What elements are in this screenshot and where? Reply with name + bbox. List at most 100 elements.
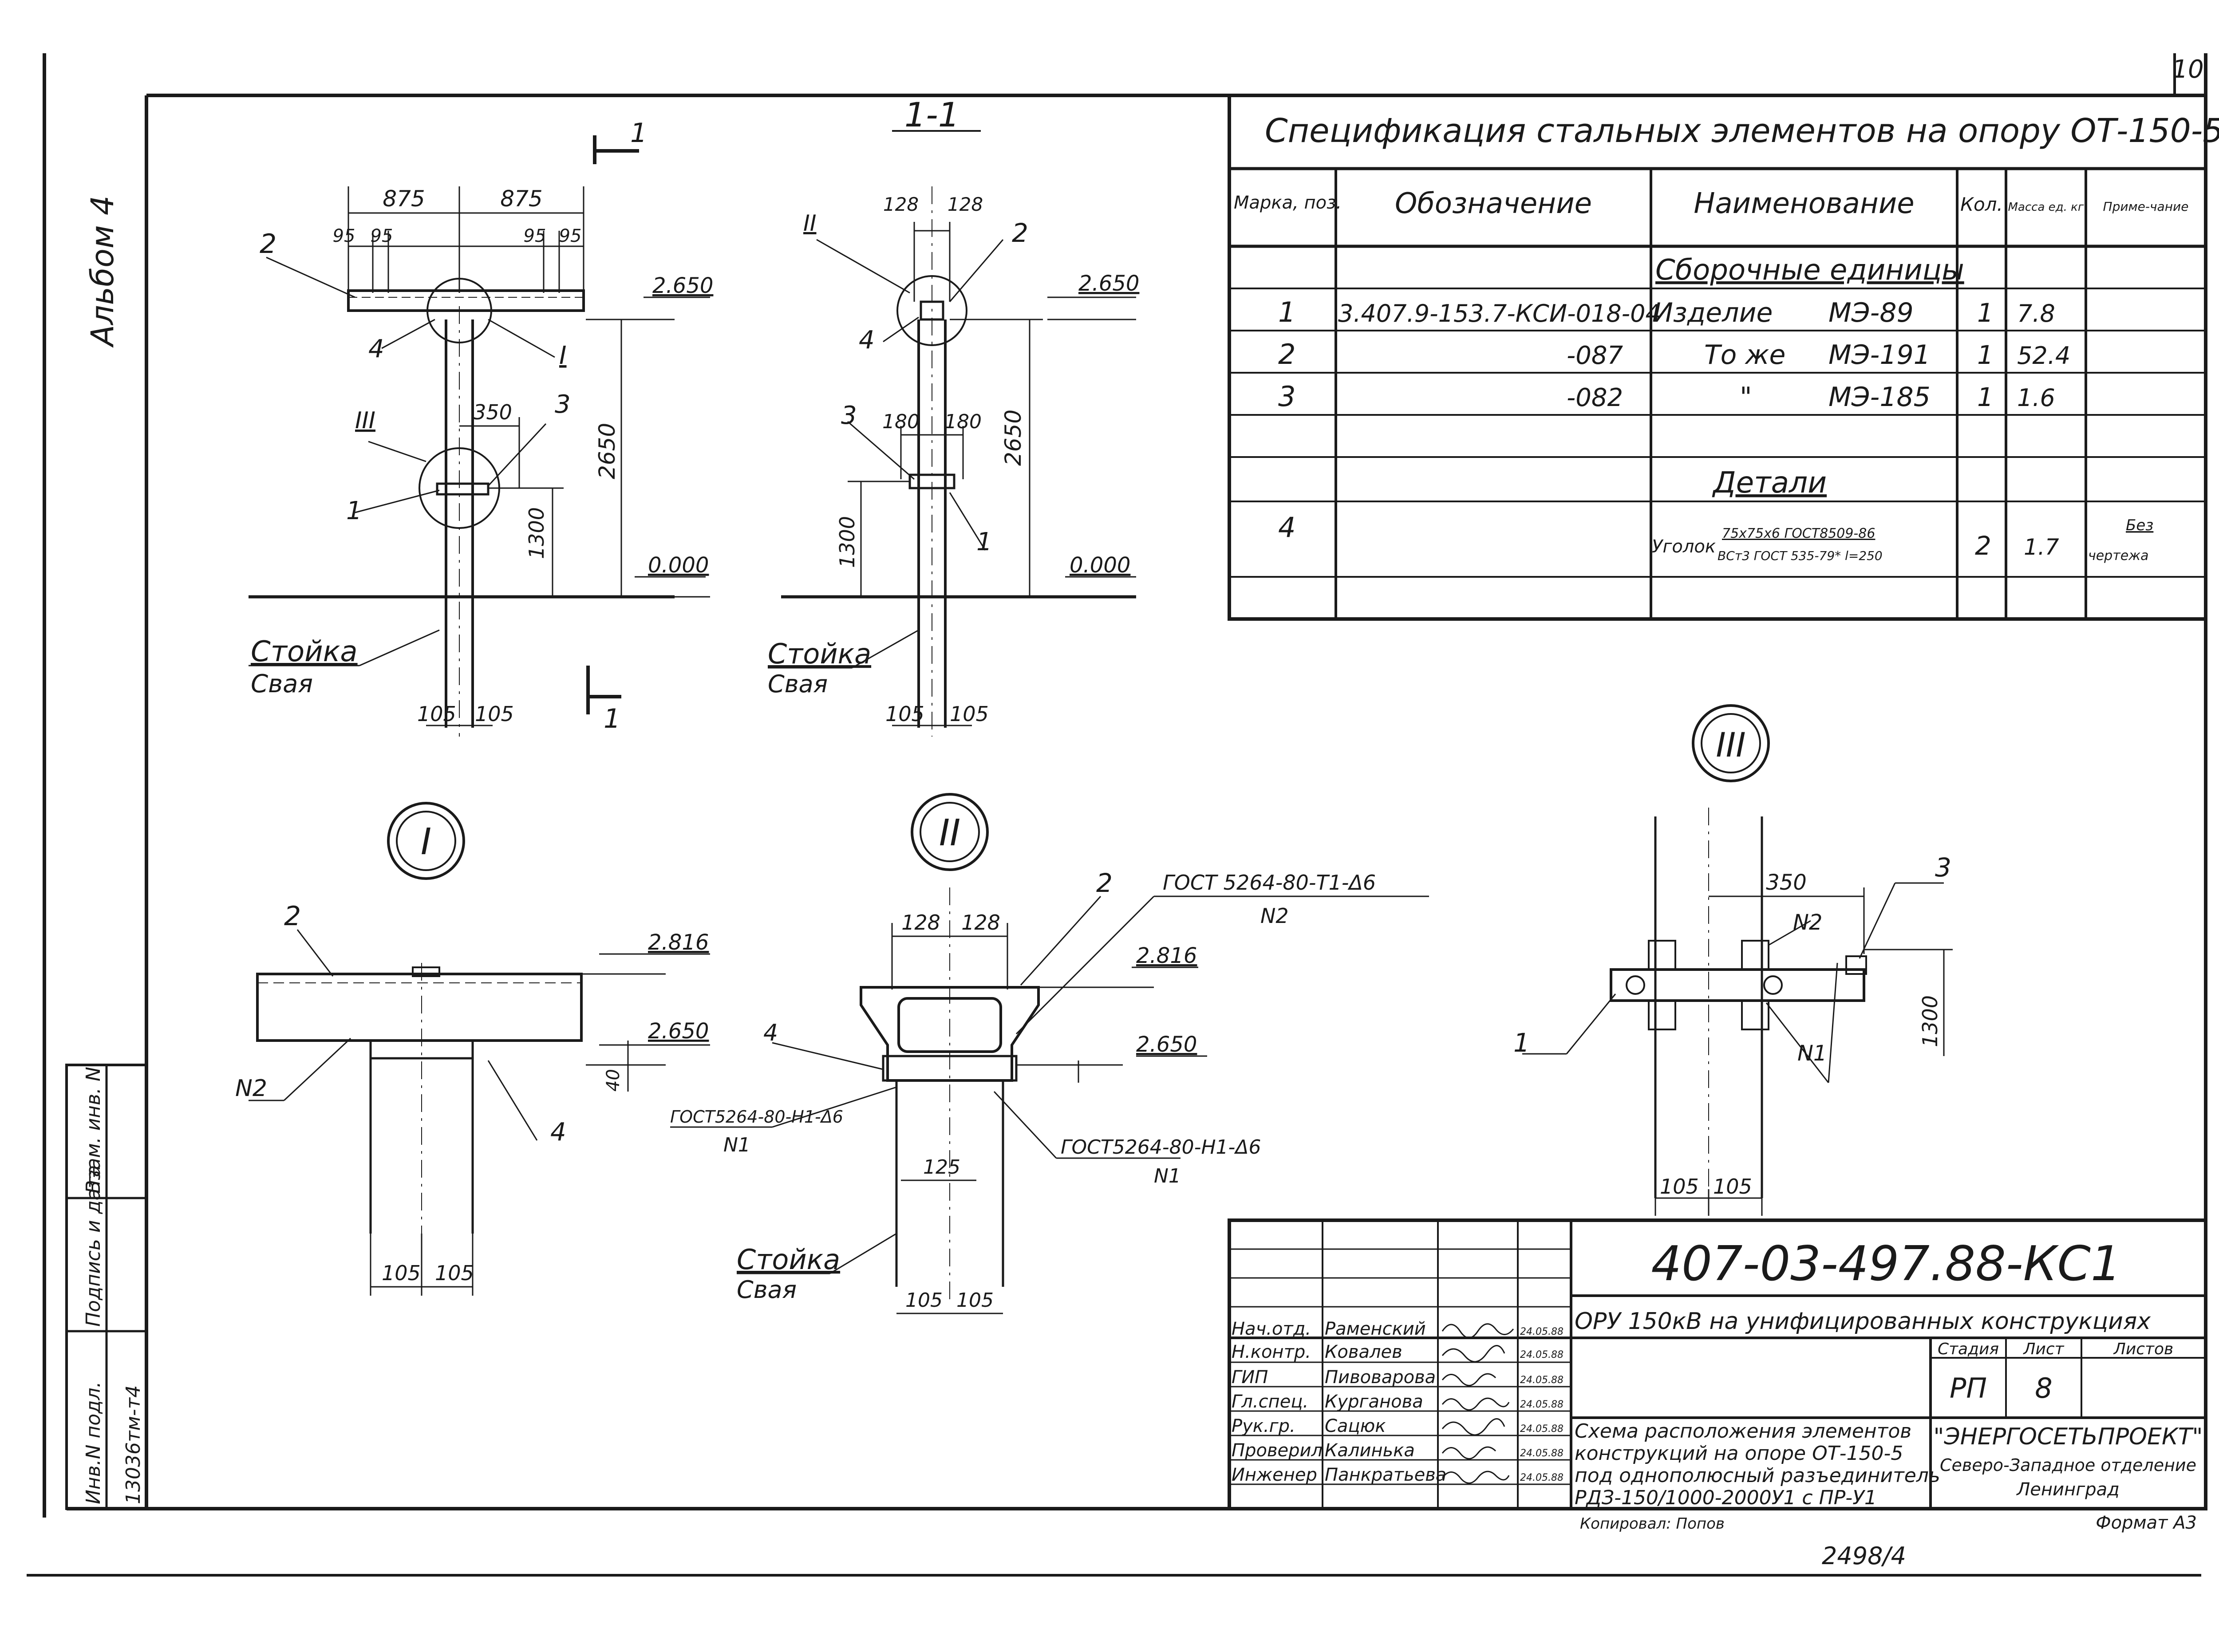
detail-III-title: III (1716, 725, 1745, 765)
stamp-sheet: 8 (2035, 1372, 2052, 1404)
front-cut-mark-top: 1 (630, 118, 647, 149)
section-label-callout2: II (803, 210, 817, 236)
archive-number: 2498/4 (1822, 1542, 1906, 1570)
stamp-role-5: Рук.гр. (1232, 1416, 1295, 1436)
detail-II-level-2650: 2.650 (1136, 1032, 1197, 1057)
front-level-2650: 2.650 (652, 273, 713, 298)
section-view (768, 130, 1136, 737)
spec-row-2-designation: -087 (1567, 341, 1623, 370)
stamp-stage: РП (1950, 1372, 1987, 1404)
front-dim-1300: 1300 (525, 507, 549, 559)
spec-row-2-name: То же (1704, 339, 1785, 371)
album-label: Альбом 4 (84, 196, 121, 348)
section-dim-180-left: 180 (882, 410, 920, 433)
title-block (1228, 1218, 2207, 1510)
front-label-pos3: 3 (555, 390, 571, 419)
detail-II-dim-105-left: 105 (905, 1289, 943, 1312)
front-cut-mark-bottom: 1 (604, 703, 620, 734)
signatures (1441, 1323, 1514, 1484)
detail-II-dim-105-right: 105 (956, 1289, 994, 1312)
spec-row-4-spec-1: 75х75х6 ГОСТ8509-86 (1722, 526, 1875, 541)
stamp-role-2: Н.контр. (1232, 1342, 1311, 1362)
detail-II-dim-128-left: 128 (901, 911, 940, 934)
stamp-title-line-3: под однополюсный разъединитель (1575, 1464, 1940, 1487)
section-label-pos3: 3 (841, 401, 857, 430)
spec-section-assembly: Сборочные единицы (1655, 254, 1964, 287)
spec-row-1-designation: 3.407.9-153.7-КСИ-018-04 (1338, 300, 1661, 327)
front-pile-label: Свая (251, 670, 313, 698)
detail-III-dim-1300: 1300 (1918, 995, 1942, 1047)
spec-header-designation: Обозначение (1395, 187, 1592, 220)
detail-II-dim-128-right: 128 (961, 911, 1000, 934)
section-label-pos2: 2 (1012, 218, 1028, 248)
spec-header-mark: Марка, поз. (1234, 193, 1342, 213)
detail-II-weld-right: ГОСТ5264-80-Н1-Δ6 (1061, 1136, 1261, 1159)
detail-II-weld-left: ГОСТ5264-80-Н1-Δ6 (670, 1107, 843, 1127)
front-label-callout3: III (355, 407, 375, 434)
detail-I-level-2816: 2.816 (648, 930, 709, 955)
stamp-project: ОРУ 150кВ на унифицированных конструкция… (1575, 1308, 2151, 1335)
stamp-date-7: 24.05.88 (1520, 1472, 1564, 1483)
spec-row-2-mass: 52.4 (2017, 342, 2070, 370)
detail-II-weld-top-n: N2 (1260, 904, 1289, 928)
spec-header-mass: Масса ед. кг (2008, 201, 2084, 214)
section-dim-105-right: 105 (950, 702, 989, 726)
detail-II-dim-125: 125 (923, 1156, 960, 1179)
spec-row-3-mass: 1.6 (2017, 384, 2055, 412)
stamp-title-line-1: Схема расположения элементов (1575, 1420, 1911, 1443)
detail-III-dim-105-right: 105 (1713, 1175, 1752, 1199)
detail-I-title: I (421, 821, 431, 863)
stamp-date-1: 24.05.88 (1520, 1326, 1564, 1337)
front-label-pos1: 1 (346, 497, 362, 525)
spec-row-1-mass: 7.8 (2017, 300, 2055, 327)
detail-I (249, 802, 710, 1296)
detail-I-weld-n2: N2 (235, 1075, 267, 1102)
section-post-label: Стойка (768, 638, 871, 670)
spec-row-1-code: МЭ-89 (1828, 297, 1914, 328)
spec-row-1-name: Изделие (1653, 297, 1773, 328)
front-dim-350: 350 (473, 400, 512, 424)
front-dim-95-d: 95 (559, 226, 582, 246)
spec-row-3-mark: 3 (1278, 380, 1295, 413)
detail-III-label-n1: N1 (1797, 1041, 1827, 1066)
stamp-role-7: Инженер (1232, 1465, 1317, 1485)
spec-row-1-qty: 1 (1977, 298, 1994, 328)
detail-II-weld-left-n: N1 (723, 1134, 750, 1156)
stamp-name-5: Сацюк (1325, 1416, 1386, 1436)
detail-II-label-pos2: 2 (1096, 868, 1113, 898)
detail-I-dim-105-right: 105 (435, 1261, 474, 1285)
front-post-label: Стойка (251, 635, 358, 668)
stamp-name-3: Пивоварова (1325, 1367, 1436, 1388)
detail-II-level-2816: 2.816 (1136, 943, 1197, 968)
spec-row-4-spec-2: ВСт3 ГОСТ 535-79* l=250 (1718, 548, 1883, 563)
front-label-callout1: I (559, 341, 567, 370)
detail-I-label-pos2: 2 (284, 901, 301, 932)
front-view (249, 135, 710, 737)
stamp-name-7: Панкратьева (1325, 1465, 1446, 1485)
stamp-name-1: Раменский (1325, 1319, 1426, 1339)
section-dim-180-right: 180 (944, 410, 982, 433)
front-dim-875-left: 875 (383, 186, 425, 212)
detail-III (1522, 704, 1953, 1216)
spec-header-qty: Кол. (1960, 193, 2003, 215)
front-dim-95-c: 95 (524, 226, 546, 246)
spec-row-4-note-2: чертежа (2088, 548, 2149, 564)
spec-row-2-mark: 2 (1278, 338, 1295, 371)
stamp-sheets-header: Листов (2113, 1340, 2173, 1358)
detail-I-dim-40: 40 (603, 1069, 624, 1092)
detail-I-level-2650: 2.650 (648, 1019, 709, 1044)
stamp-role-3: ГИП (1232, 1367, 1268, 1388)
front-dim-875-right: 875 (500, 186, 542, 212)
detail-II-weld-top: ГОСТ 5264-80-Т1-Δ6 (1163, 871, 1376, 895)
detail-II (670, 793, 1429, 1314)
side-inv-orig: Инв.N подл. (82, 1381, 105, 1504)
detail-II-weld-right-n: N1 (1154, 1165, 1181, 1187)
spec-table (1228, 94, 2207, 621)
detail-I-dim-105-left: 105 (382, 1261, 421, 1285)
spec-row-3-name: " (1740, 382, 1752, 413)
spec-row-4-qty: 2 (1975, 531, 1991, 561)
spec-row-4-mass: 1.7 (2024, 534, 2059, 560)
stamp-code: 407-03-497.88-КС1 (1651, 1236, 2121, 1292)
stamp-role-1: Нач.отд. (1232, 1319, 1311, 1339)
format-label: Формат А3 (2096, 1513, 2197, 1533)
